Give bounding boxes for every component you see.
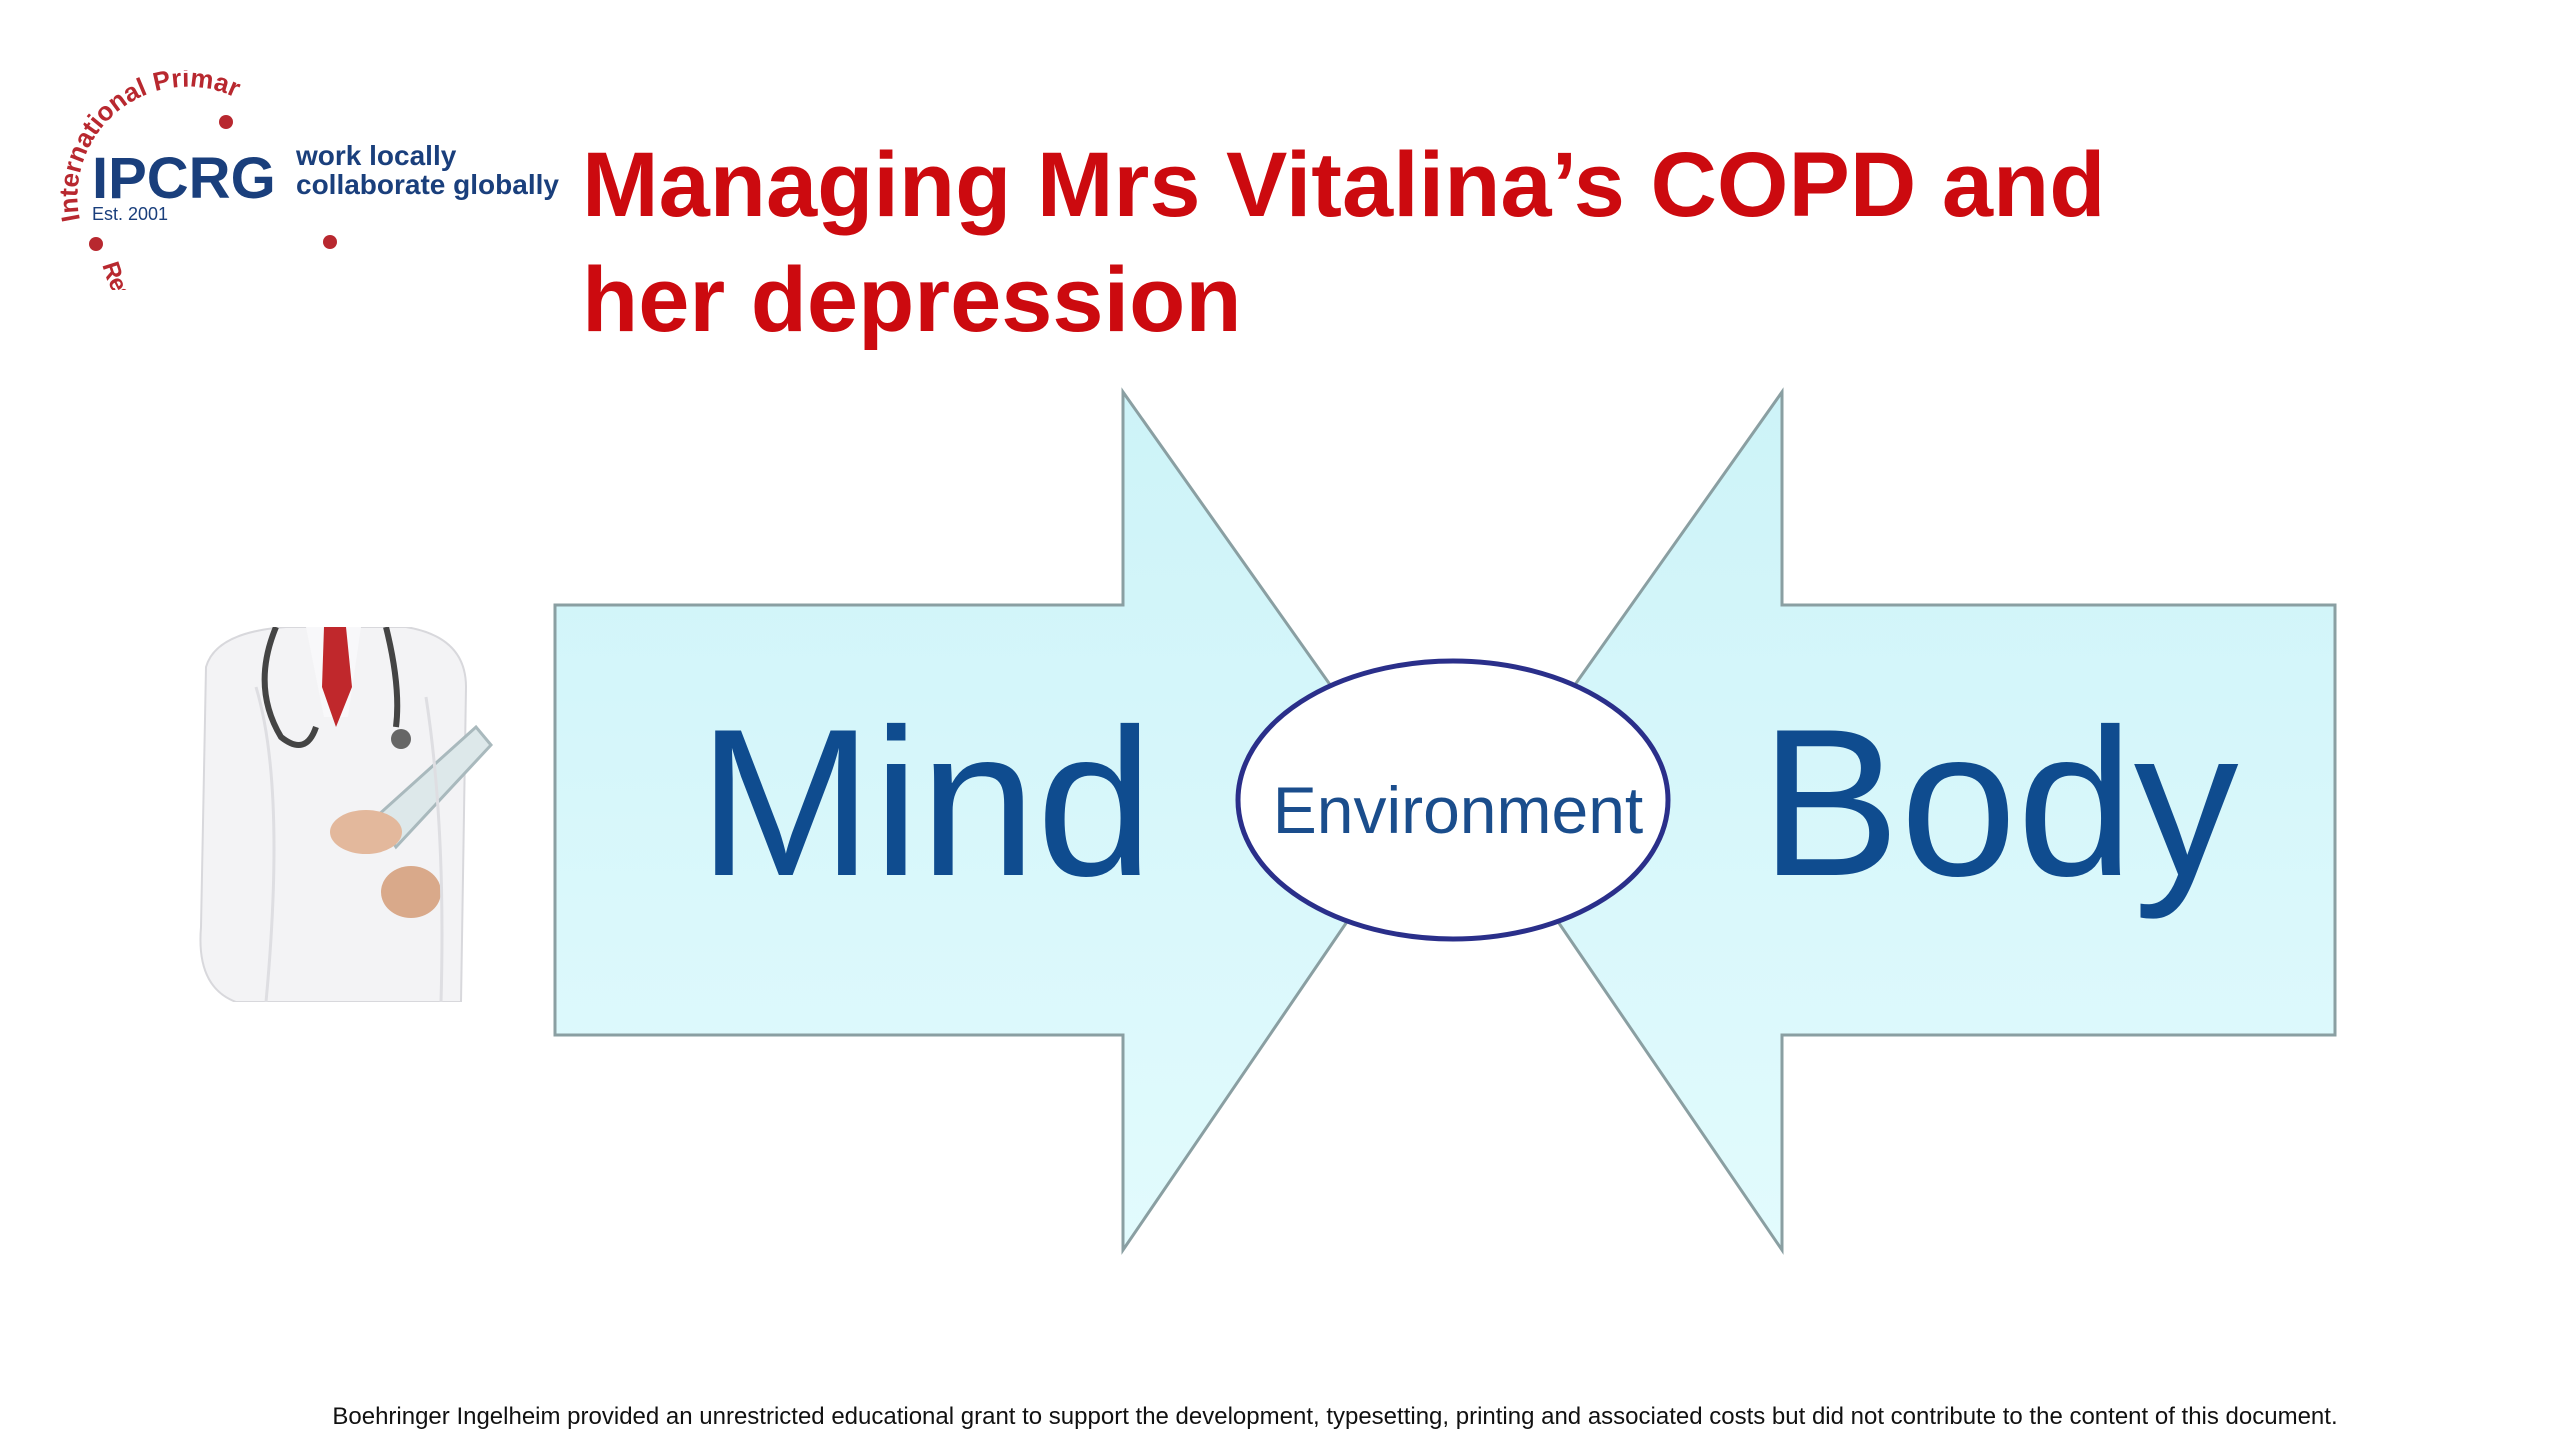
footer-disclaimer: Boehringer Ingelheim provided an unrestr… [332,1403,2338,1430]
logo-acronym: IPCRG [92,146,276,211]
logo-established: Est. 2001 [92,204,168,224]
mind-body-diagram [553,387,2337,1255]
mind-label: Mind [698,685,1154,920]
logo-dot-icon [323,235,337,249]
logo-tagline-line1: work locally [295,140,457,171]
logo-tagline-line2: collaborate globally [296,169,559,200]
slide-title-line1: Managing Mrs Vitalina’s COPD and [582,134,2106,236]
logo-dot-icon [219,115,233,129]
logo-ring-text-bottom: Respiratory Group [96,258,275,290]
environment-ellipse [1235,658,1671,942]
slide-title: Managing Mrs Vitalina’s COPD and her dep… [582,128,2482,358]
ipcrg-logo: International Primary Care Respiratory G… [40,70,559,290]
slide-title-line2: her depression [582,249,1242,351]
doctor-with-tablet-icon [199,627,493,1002]
body-label: Body [1760,685,2239,920]
environment-label: Environment [1272,773,1644,847]
logo-dot-icon [89,237,103,251]
